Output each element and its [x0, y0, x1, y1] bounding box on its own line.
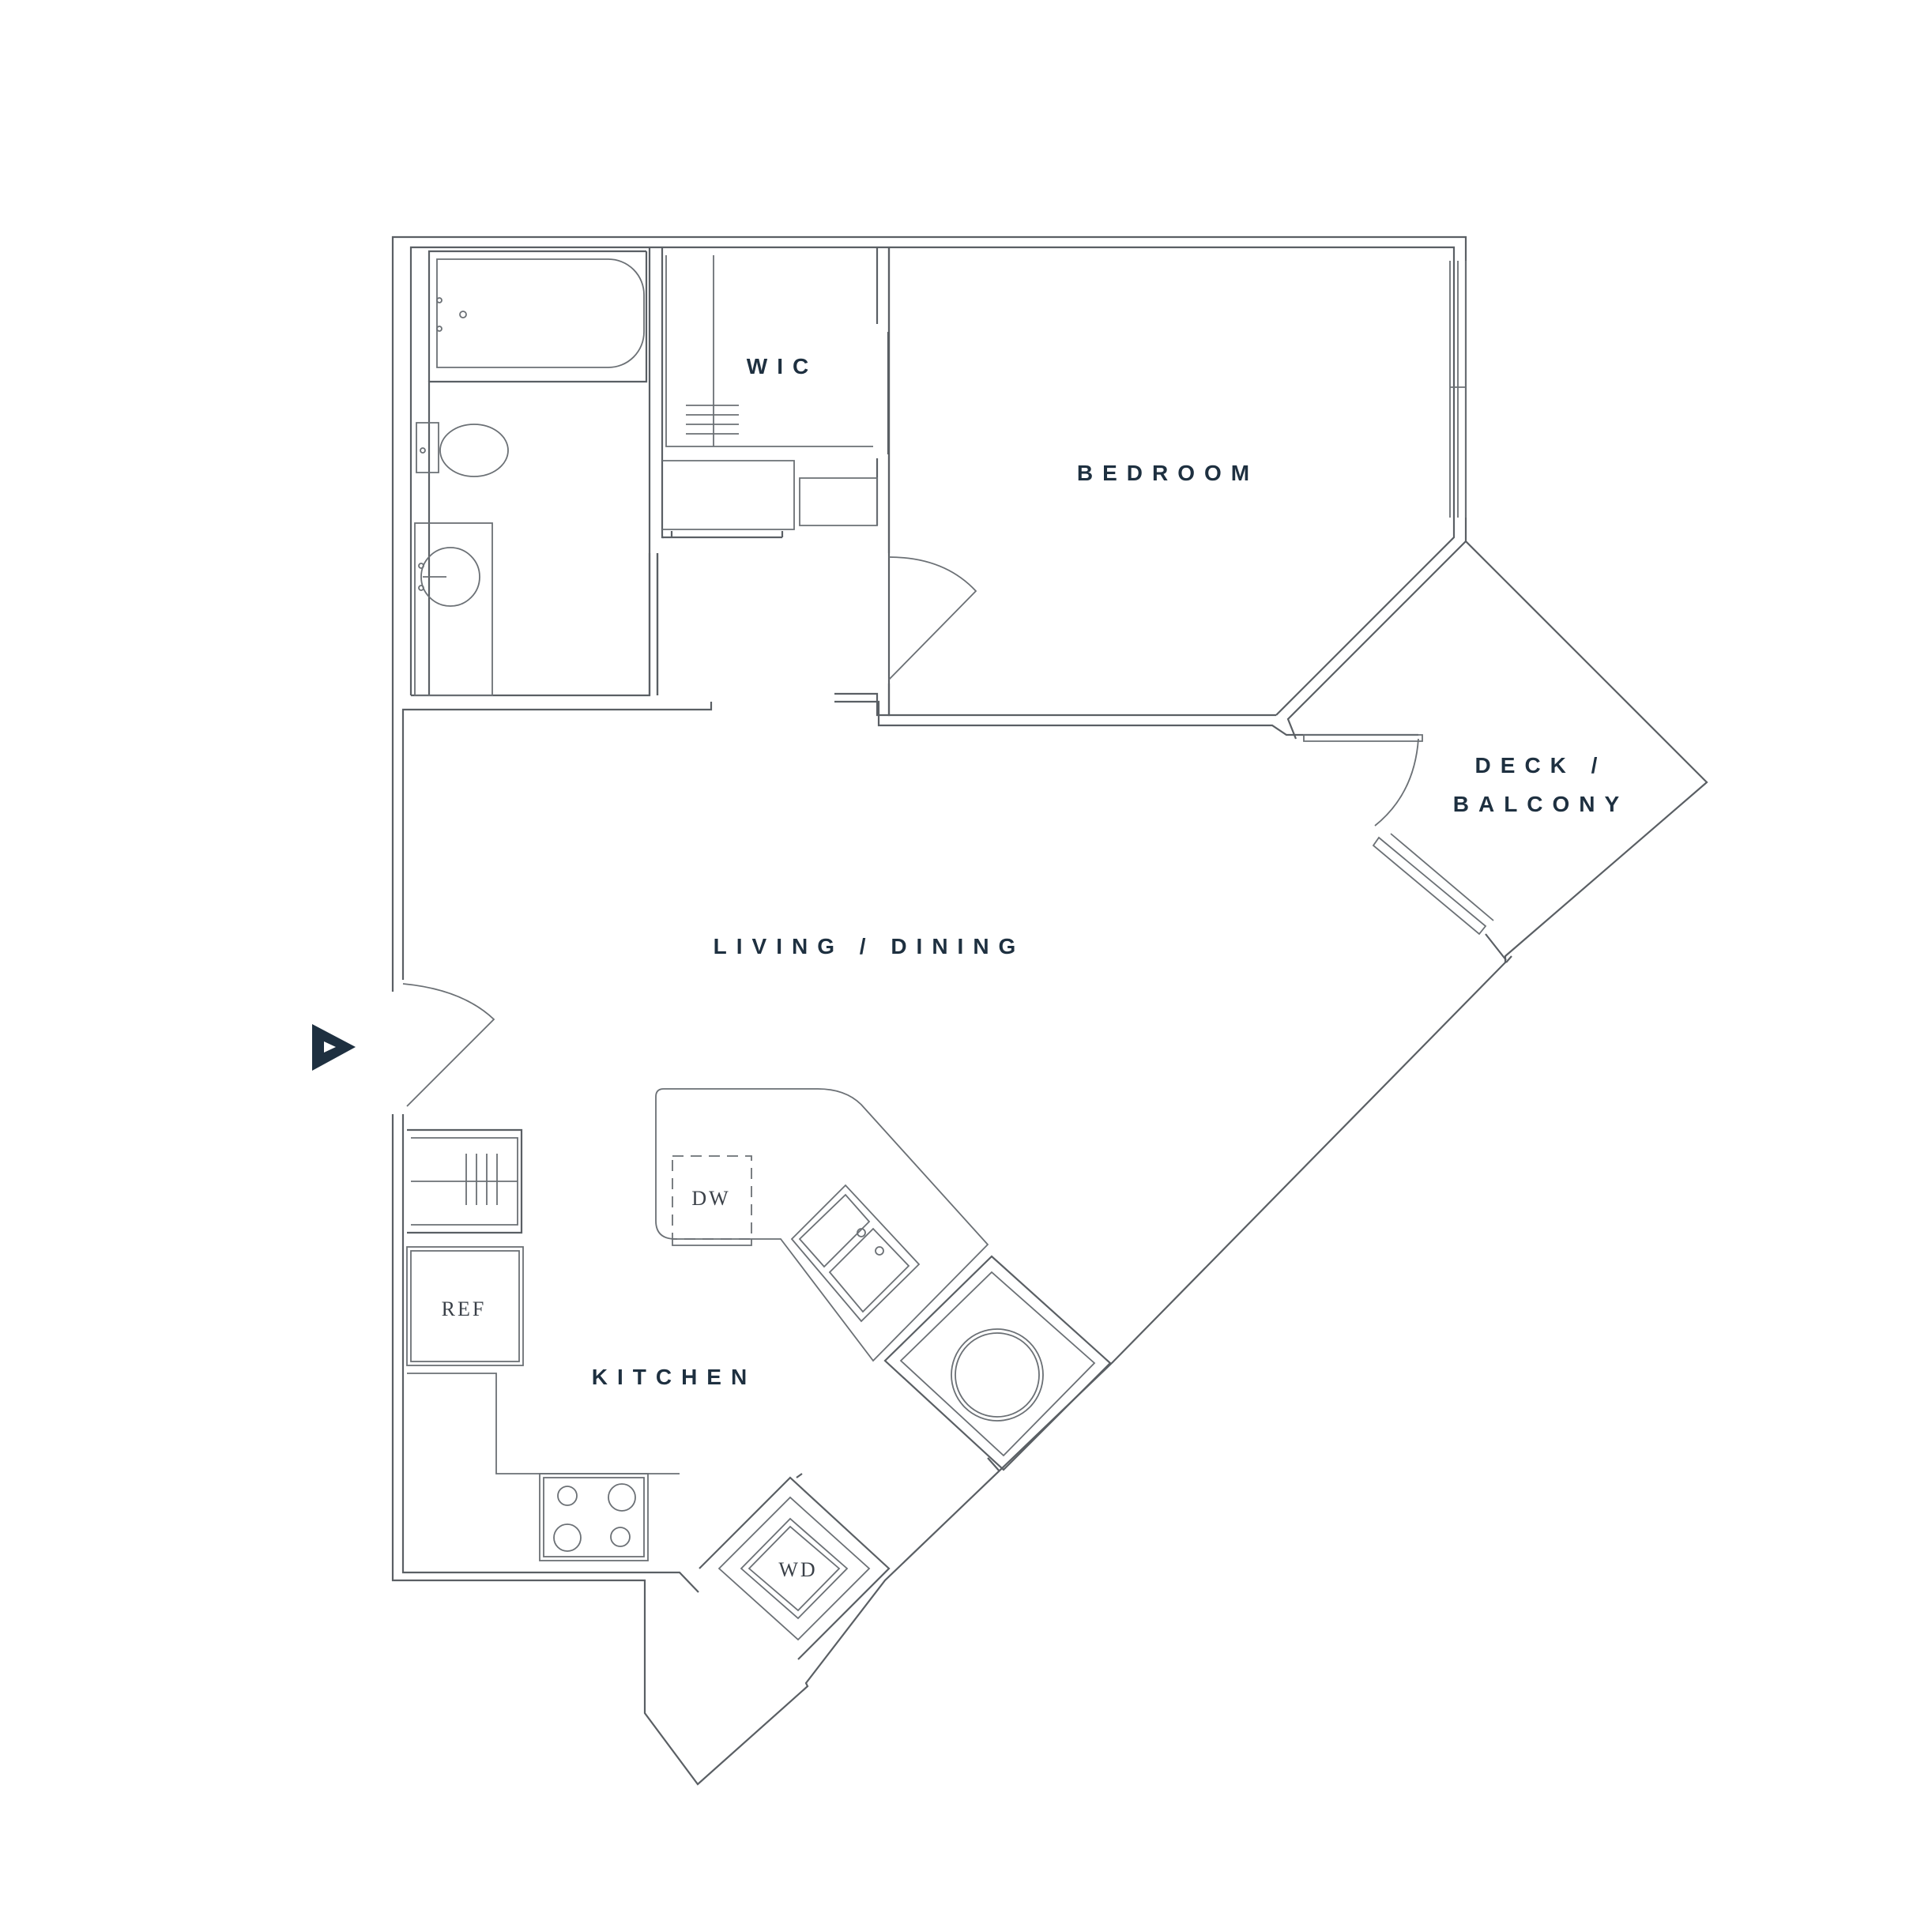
fixture-label-refrigerator: REF: [442, 1297, 487, 1320]
toilet: [416, 422, 509, 477]
room-label-living-dining: LIVING / DINING: [714, 934, 1026, 958]
room-label-balcony: BALCONY: [1453, 792, 1629, 816]
living-dining: [402, 983, 495, 1107]
exterior-walls: [391, 235, 1708, 1786]
cooktop: [539, 1473, 649, 1561]
deck-balcony: [1286, 540, 1507, 961]
room-label-wic: WIC: [747, 354, 818, 378]
pantry: [407, 1128, 523, 1234]
hallway: [656, 553, 1418, 736]
refrigerator: [406, 1246, 524, 1366]
kitchen-sink: [790, 1184, 921, 1323]
walk-in-closet: [661, 247, 891, 707]
bathtub: [436, 258, 645, 368]
fixture-label-dishwasher: DW: [691, 1187, 730, 1210]
kitchen-island: [655, 1088, 989, 1362]
entry-arrow-icon: [312, 1024, 356, 1071]
water-heater: [883, 1255, 1112, 1472]
kitchen: [406, 1088, 1112, 1660]
room-label-deck: DECK /: [1475, 753, 1607, 778]
fixture-label-washer-dryer: WD: [778, 1558, 817, 1581]
bathroom-vanity: [414, 522, 493, 696]
laundry-closet: [699, 1473, 891, 1660]
bathroom: [411, 247, 659, 697]
bedroom: [887, 247, 1467, 717]
room-label-kitchen: KITCHEN: [592, 1365, 756, 1389]
room-label-bedroom: BEDROOM: [1077, 461, 1259, 485]
